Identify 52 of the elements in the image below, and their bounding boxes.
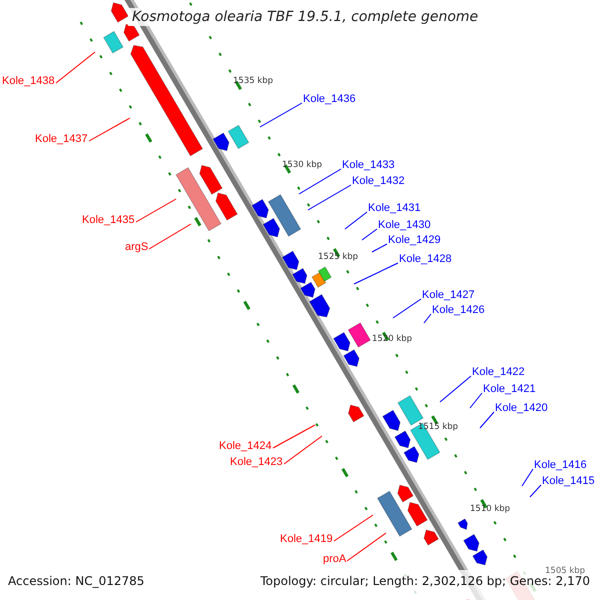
leader-line: [392, 298, 422, 318]
leader-line: [470, 392, 482, 408]
leader-line: [480, 412, 494, 428]
leader-line: [522, 468, 534, 486]
gene-label: Kole_1437: [35, 133, 88, 146]
gene-label: Kole_1424: [219, 440, 272, 453]
leader-line: [440, 376, 472, 402]
gene-label: Kole_1430: [378, 219, 431, 232]
gene-label: Kole_1435: [82, 214, 135, 227]
gene-label: Kole_1420: [495, 402, 548, 415]
gene-label: Kole_1427: [422, 289, 475, 302]
footer-text: Topology: circular; Length: 2,302,126 bp; Genes: 2,170: [260, 574, 590, 589]
gene-label: Kole_1423: [230, 456, 283, 469]
gene-label: Kole_1429: [388, 234, 441, 247]
leader-line: [362, 228, 378, 240]
gene-label: Kole_1428: [399, 253, 452, 266]
leader-line: [148, 224, 192, 250]
gene-label: Kole_1432: [352, 175, 405, 188]
leader-line: [260, 102, 302, 128]
gene-label: Kole_1431: [368, 202, 421, 215]
gene-label: proA: [323, 553, 346, 566]
leader-line: [346, 532, 386, 562]
gene-label: Kole_1426: [432, 304, 485, 317]
leader-line: [354, 262, 398, 284]
leader-line: [530, 484, 542, 498]
scale-label: 1530 kbp: [282, 160, 322, 170]
leader-line: [344, 212, 368, 230]
footer-text: Accession: NC_012785: [8, 574, 144, 589]
leader-line: [272, 424, 316, 448]
gene-label: Kole_1415: [542, 475, 595, 488]
leader-line: [372, 244, 388, 252]
gene-label: Kole_1438: [2, 75, 55, 88]
leader-line: [56, 52, 96, 84]
scale-label: 1510 kbp: [470, 504, 510, 514]
leader-line: [88, 118, 130, 142]
leader-line: [424, 314, 432, 324]
leader-line: [298, 168, 342, 194]
gene-label: Kole_1419: [280, 533, 333, 546]
leader-line: [334, 514, 374, 542]
gene-label: argS: [125, 241, 148, 254]
leader-line: [308, 184, 352, 210]
leader-line: [136, 198, 176, 222]
scale-label: 1520 kbp: [372, 334, 412, 344]
scale-label: 1535 kbp: [233, 76, 274, 86]
leader-line: [284, 436, 322, 464]
scale-label: 1505 kbp: [545, 566, 586, 576]
scale-label: 1525 kbp: [318, 252, 358, 262]
gene-label: Kole_1436: [303, 93, 356, 106]
gene-label: Kole_1416: [534, 459, 587, 472]
gene-label: Kole_1422: [472, 366, 525, 379]
gene-label: Kole_1433: [342, 159, 395, 172]
gene-label: Kole_1421: [483, 383, 536, 396]
